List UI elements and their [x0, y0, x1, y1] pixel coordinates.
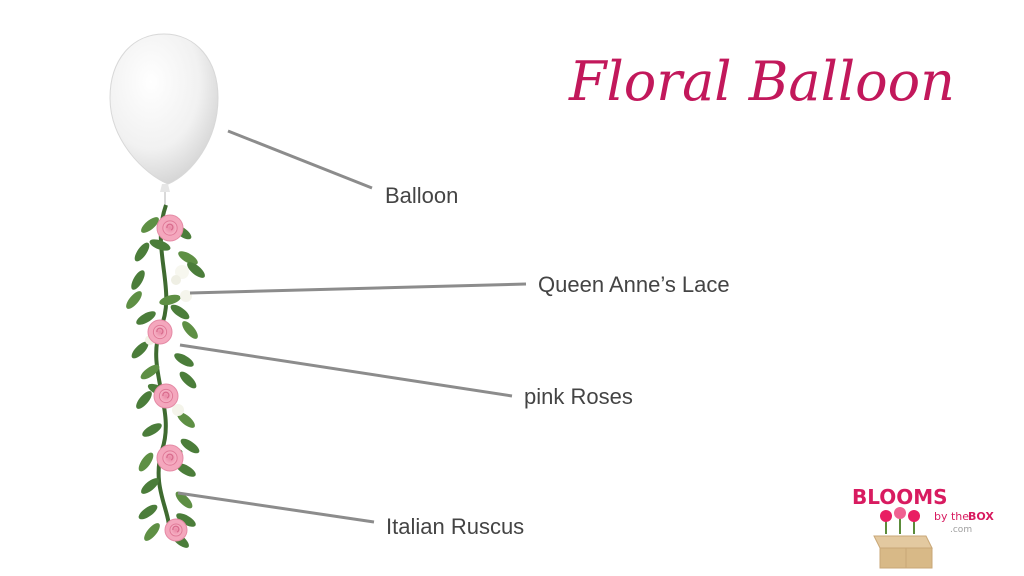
pink-rose [164, 518, 188, 542]
italian-ruscus-leaf [176, 463, 196, 477]
blooms-by-the-box-logo: BLOOMS by the BOX .com [852, 485, 994, 569]
italian-ruscus-leaf [131, 341, 149, 359]
label-pink-roses: pink Roses [524, 384, 633, 409]
italian-ruscus-leaf [141, 478, 159, 494]
label-italian-ruscus: Italian Ruscus [386, 514, 524, 539]
balloon-illustration [109, 33, 219, 214]
leader-line-italian-ruscus [177, 491, 375, 524]
italian-ruscus-leaf [140, 364, 160, 380]
italian-ruscus-leaf [175, 491, 193, 509]
leader-line-pink-roses [179, 343, 513, 398]
label-balloon: Balloon [385, 183, 458, 208]
italian-ruscus-leaf [142, 423, 162, 437]
italian-ruscus-leaf [159, 294, 181, 306]
italian-ruscus-leaf [170, 304, 190, 320]
logo-com: .com [950, 525, 972, 535]
logo-box: BOX [968, 510, 994, 523]
pink-rose [156, 444, 184, 472]
italian-ruscus-leaf [176, 513, 196, 527]
italian-ruscus-leaf [178, 251, 198, 265]
flower-icon [880, 507, 920, 534]
italian-ruscus-leaf [136, 311, 156, 325]
pink-rose [147, 319, 173, 345]
page-title: Floral Balloon [568, 50, 955, 113]
italian-ruscus-leaf [126, 291, 142, 309]
floral-garland-illustration [126, 204, 205, 548]
italian-ruscus-leaf [177, 412, 195, 428]
italian-ruscus-leaf [138, 504, 158, 520]
leader-line-queen-annes-lace [189, 282, 527, 295]
italian-ruscus-leaf [179, 371, 197, 389]
italian-ruscus-leaf [187, 262, 205, 278]
italian-ruscus-leaf [149, 239, 171, 251]
leader-line-balloon [227, 129, 373, 190]
italian-ruscus-leaf [180, 438, 200, 454]
cardboard-box-icon [873, 535, 933, 569]
italian-ruscus-leaf [131, 270, 145, 290]
logo-by-the: by the [934, 510, 969, 523]
italian-ruscus-leaf [134, 242, 150, 262]
label-queen-annes-lace: Queen Anne’s Lace [538, 272, 730, 297]
italian-ruscus-leaf [144, 523, 160, 541]
italian-ruscus-leaf [141, 217, 159, 233]
italian-ruscus-leaf [182, 321, 198, 339]
logo-wordmark: BLOOMS [852, 485, 948, 509]
pink-rose [153, 383, 179, 409]
italian-ruscus-leaf [138, 452, 154, 472]
pink-rose [156, 214, 184, 242]
italian-ruscus-leaf [174, 353, 194, 367]
italian-ruscus-leaf [136, 391, 152, 409]
